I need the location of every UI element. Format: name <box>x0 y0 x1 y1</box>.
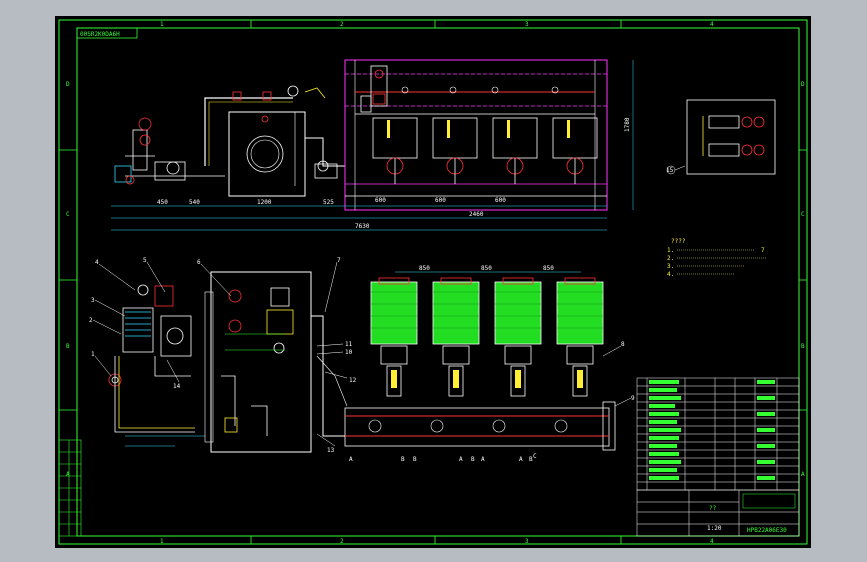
pump-accent-bars <box>387 120 570 138</box>
spacing-dim-3: 850 <box>543 265 554 272</box>
balloon-5: 5 <box>143 257 147 264</box>
motor-2 <box>432 281 480 345</box>
detail-view-15: 15 <box>666 99 776 175</box>
balloon-3: 3 <box>91 297 95 304</box>
title-tag-box <box>76 27 138 39</box>
port-a-2: A <box>459 456 463 463</box>
grid-row-d: D <box>66 81 70 88</box>
outer-frame <box>58 19 808 545</box>
discharge-header <box>344 407 610 447</box>
port-a-4: A <box>519 456 523 463</box>
dim-7: 600 <box>495 197 506 204</box>
grid-ticks <box>59 20 807 544</box>
dim-2: 540 <box>189 199 200 206</box>
tank-plan <box>210 271 312 453</box>
grid-row-a-right: A <box>801 471 805 478</box>
drawing-sheet: 1 2 3 4 1 2 3 4 D C B A D C B A 00SR2K0D… <box>55 16 811 548</box>
grid-col-3: 3 <box>525 21 529 28</box>
port-b-2: B <box>413 456 417 463</box>
bottom-plan-view: 850 850 850 <box>108 265 616 453</box>
port-a-3: A <box>481 456 485 463</box>
balloon-15: 15 <box>666 167 674 174</box>
drawing-number: HPB22A06E30 <box>747 527 787 534</box>
grid-row-c: C <box>66 211 70 218</box>
balloon-leaders <box>92 261 632 447</box>
dim-height: 1780 <box>624 117 631 132</box>
notes-heading: ???? <box>671 238 686 245</box>
motor-3 <box>494 281 542 345</box>
dim-1: 450 <box>157 199 168 206</box>
grid-col-4: 4 <box>710 21 714 28</box>
port-b-3: B <box>471 456 475 463</box>
pump-units-elevation <box>372 117 598 184</box>
port-c: C <box>533 453 537 460</box>
cad-drawing: 1 2 3 4 1 2 3 4 D C B A D C B A 00SR2K0D… <box>58 19 808 545</box>
balloon-2: 2 <box>89 317 93 324</box>
water-tank <box>228 111 306 197</box>
grid-col-2: 2 <box>340 21 344 28</box>
grid-row-c-right: C <box>801 211 805 218</box>
motor-4 <box>556 281 604 345</box>
balloon-6: 6 <box>197 259 201 266</box>
balloon-10: 10 <box>345 349 353 356</box>
port-a-1: A <box>349 456 353 463</box>
dim-total: 7630 <box>355 223 370 230</box>
tank-manhole <box>246 135 284 173</box>
top-elevation-view: 450 540 1200 525 600 600 600 2460 7630 1… <box>111 59 634 231</box>
title-block <box>636 489 800 537</box>
balloon-11: 11 <box>345 341 353 348</box>
title-tag: 00SR2K0DA6H <box>80 31 120 38</box>
grid-col-1-bottom: 1 <box>160 538 164 545</box>
balloon-4: 4 <box>95 259 99 266</box>
note-1: 1. <box>667 247 674 254</box>
note-count-tag: 7 <box>761 247 765 254</box>
balloon-8: 8 <box>621 341 625 348</box>
revision-table <box>58 439 82 537</box>
note-3: 3. <box>667 263 674 270</box>
dim-8: 2460 <box>469 211 484 218</box>
dim-4: 525 <box>323 199 334 206</box>
title-scale: 1:20 <box>707 525 722 532</box>
balloon-7: 7 <box>337 257 341 264</box>
balloon-14: 14 <box>173 383 181 390</box>
pump-skid-frame <box>344 59 608 211</box>
grid-row-b-right: B <box>801 343 805 350</box>
dim-3: 1200 <box>257 199 272 206</box>
parts-list <box>636 377 800 491</box>
grid-col-1: 1 <box>160 21 164 28</box>
grid-row-a: A <box>66 471 70 478</box>
port-b-1: B <box>401 456 405 463</box>
note-4: 4. <box>667 271 674 278</box>
grid-col-2-bottom: 2 <box>340 538 344 545</box>
top-dimension-lines <box>111 60 634 231</box>
dim-5: 600 <box>375 197 386 204</box>
port-b-4: B <box>529 456 533 463</box>
feed-pipe-top <box>204 97 293 166</box>
note-2: 2. <box>667 255 674 262</box>
motors <box>370 281 604 345</box>
balloon-1: 1 <box>91 351 95 358</box>
spacing-dim-2: 850 <box>481 265 492 272</box>
dim-6: 600 <box>435 197 446 204</box>
motor-1 <box>370 281 418 345</box>
balloon-9: 9 <box>631 395 635 402</box>
pump-bodies <box>380 345 594 397</box>
valve-stack <box>360 65 388 113</box>
inner-frame <box>76 27 800 537</box>
grid-col-3-bottom: 3 <box>525 538 529 545</box>
grid-row-b: B <box>66 343 70 350</box>
balloon-13: 13 <box>327 447 335 454</box>
grid-row-d-right: D <box>801 81 805 88</box>
title-logo-mark: ?? <box>709 505 717 512</box>
balloon-12: 12 <box>349 377 357 384</box>
spacing-dim-1: 850 <box>419 265 430 272</box>
grid-col-4-bottom: 4 <box>710 538 714 545</box>
technical-notes: ???? 1. 2. 3. 4. 7 <box>667 238 767 278</box>
inlet-piping-plan <box>108 284 195 433</box>
inlet-riser <box>114 117 225 185</box>
